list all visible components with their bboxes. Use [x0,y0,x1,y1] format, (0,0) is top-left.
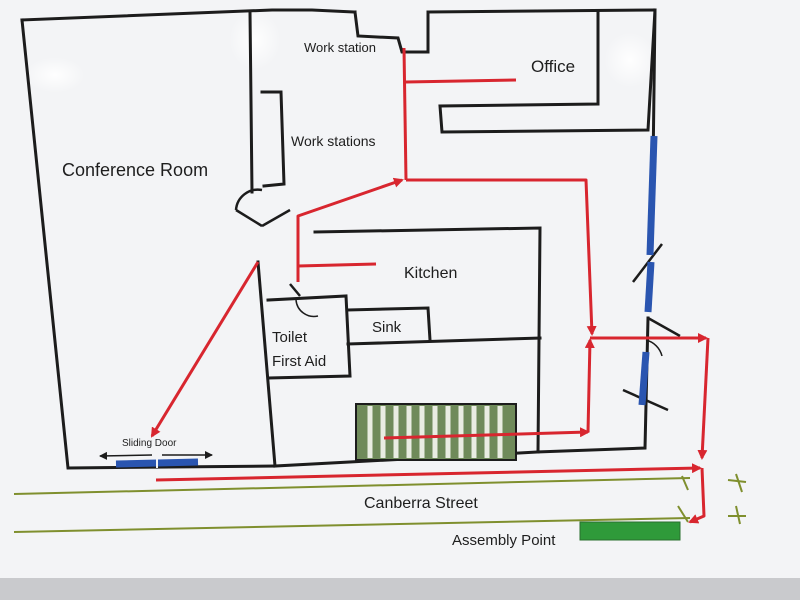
road-tick [681,475,689,491]
kitchen-inner-wall [346,336,542,346]
toilet-wall [266,294,352,380]
conference-door-leaf [235,208,263,228]
walls [20,8,657,470]
road-tick [735,505,741,525]
stairs [355,403,517,461]
route-top-corridor [406,178,597,336]
window-right-lower [638,351,650,406]
conference-room-label: Conference Room [62,160,208,180]
window-right-middle [644,261,655,313]
conference-wall-right-lower [256,260,277,468]
escape-routes [150,47,710,524]
assembly-point-label: Assembly Point [452,532,556,549]
glare-spot [229,10,281,70]
toilet-label: Toilet [272,329,308,346]
first-aid-label: First Aid [272,353,326,370]
road-tick [735,473,743,493]
side-door-leaf [647,316,681,338]
sliding-door-arrows [99,451,213,460]
glare-spot [25,57,85,93]
route-lower-corridor [584,338,595,433]
glare-spot [604,32,656,88]
assembly-point-marker [579,521,681,541]
conference-wall-right-upper [248,10,254,194]
road-markings [677,473,747,525]
sliding-arrow-left [99,451,153,460]
office-label: Office [531,57,575,76]
route-stairs [383,427,590,440]
conference-door-leaf-2 [261,208,291,228]
window-right-upper [646,135,658,256]
whiteboard-background [0,0,800,580]
sink-label: Sink [372,319,402,336]
work-station-desk [353,10,430,54]
toilet-door-leaf [289,283,301,297]
route-conference-sliding-door [150,261,260,438]
outer-wall-top [20,8,357,22]
outer-wall-top-right [426,8,657,14]
office-wall [438,8,657,134]
board-bottom-edge [0,578,800,600]
toilet-door-swing [295,299,319,318]
outer-wall-left [20,18,277,470]
route-conference-door [296,177,404,282]
road-tick [727,479,747,483]
work-stations-label: Work stations [291,133,376,149]
sink-counter [346,306,432,342]
kitchen-label: Kitchen [404,265,457,282]
street-line-bottom [13,517,691,533]
kitchen-wall [313,226,542,454]
road-tick [677,505,689,523]
conference-door-swing [234,188,263,211]
route-kitchen-branch [297,262,377,268]
work-station-label: Work station [304,40,376,55]
street-line-top [13,477,691,495]
side-door-swing [645,339,663,357]
route-office-branch [405,78,517,84]
street-lines [13,477,691,533]
work-stations-desk [260,90,286,188]
route-workstation-drop [402,47,408,181]
route-to-assembly [688,467,706,524]
route-outside-down [697,337,710,460]
route-street [155,463,702,482]
sliding-door-label: Sliding Door [122,438,177,449]
street-name-label: Canberra Street [364,495,478,512]
